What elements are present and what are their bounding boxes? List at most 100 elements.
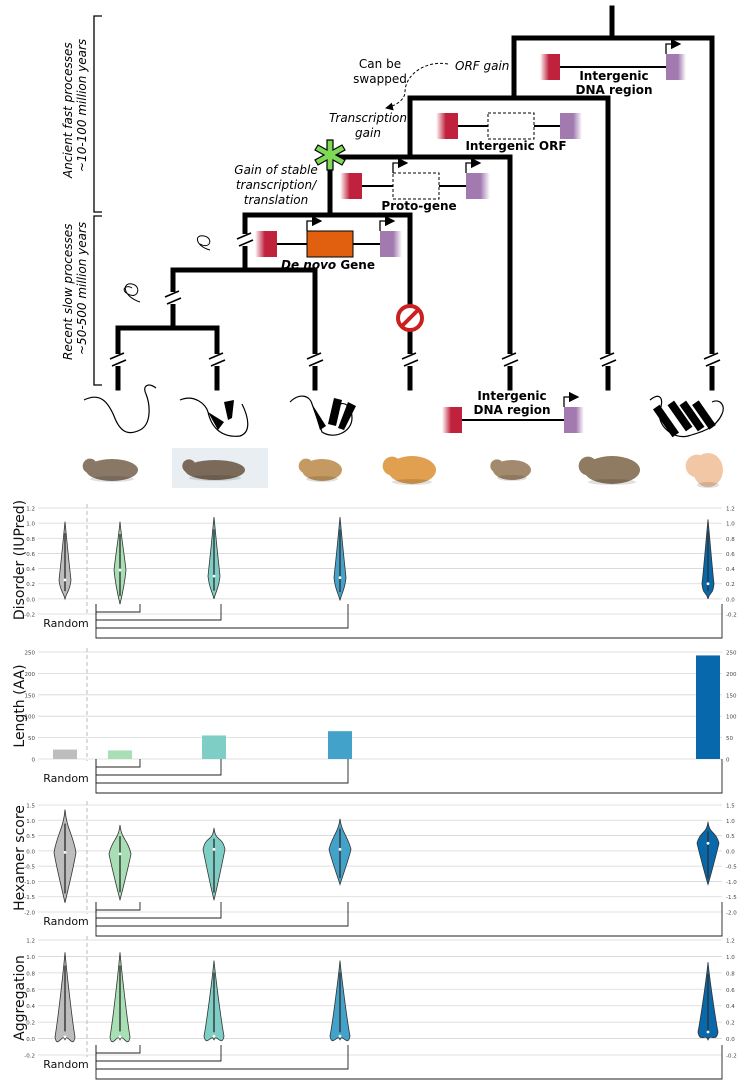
bar-rat (202, 735, 226, 759)
intergenic-top-line1: Intergenic (579, 69, 648, 83)
prohibited-icon (396, 304, 424, 332)
y-axis-label: Length (AA) (12, 664, 28, 747)
violin-median (338, 847, 342, 851)
violin-median (63, 850, 67, 854)
y-tick-label-left: 250 (25, 651, 36, 657)
y-tick-label-left: -1.5 (24, 895, 35, 901)
rat-image (172, 448, 268, 488)
y-axis-label: Hexamer score (12, 805, 28, 911)
y-tick-label-right: 0.8 (726, 971, 735, 977)
ancient-label-line1: Ancient fast processes (61, 42, 75, 179)
y-tick-label-left: 0.4 (26, 567, 35, 573)
de-novo-italic: De novo (281, 258, 336, 272)
protein-structure-icon-human (649, 395, 724, 438)
violin-median (706, 582, 710, 586)
jerboa-image (298, 458, 342, 482)
star-icon (314, 139, 346, 171)
y-tick-label-right: 0.2 (726, 1021, 735, 1027)
y-tick-label-right: 50 (726, 736, 733, 742)
y-tick-label-right: -0.2 (726, 1054, 737, 1060)
violin-median (118, 1035, 122, 1039)
violin-median (63, 578, 67, 582)
random-label: Random (43, 1058, 89, 1071)
recent-label-line2: ~50-500 million years (75, 222, 89, 355)
y-tick-label-right: 0.4 (726, 1004, 735, 1010)
y-tick-label-left: 0.6 (26, 552, 35, 558)
mouse-image (82, 458, 138, 482)
human-baby-image (685, 453, 723, 488)
stable-line3: translation (244, 193, 309, 207)
y-tick-label-left: 0.8 (26, 537, 35, 543)
y-tick-label-right: 1.0 (726, 522, 735, 528)
break-mark (401, 352, 419, 367)
comparison-brackets (95, 604, 723, 639)
violin-median (118, 568, 122, 572)
protein-structure-icon-jerboa (289, 395, 356, 436)
bar-jerboa (328, 731, 352, 759)
y-tick-label-right: 100 (726, 715, 737, 721)
stable-line2: transcription/ (236, 178, 318, 192)
swapped-line1: Can be (359, 57, 401, 71)
intergenic-bottom-line2: DNA region (473, 403, 550, 417)
violin-median (338, 1034, 342, 1038)
violin-median (706, 841, 710, 845)
break-mark (109, 352, 127, 367)
y-tick-label-left: 0.4 (26, 1004, 35, 1010)
y-tick-label-right: -0.2 (726, 613, 737, 619)
ground-squirrel-image (490, 459, 531, 481)
intergenic-top-line2: DNA region (575, 83, 652, 97)
y-tick-label-left: -2.0 (24, 911, 35, 917)
y-tick-label-left: 0.6 (26, 988, 35, 994)
transcription-gain-line1: Transcription (329, 111, 407, 125)
comparison-bracket (95, 759, 141, 768)
y-tick-label-left: -0.2 (24, 613, 35, 619)
y-tick-label-right: 1.2 (726, 507, 735, 513)
y-tick-label-right: -0.5 (726, 865, 737, 871)
de-novo-rest: Gene (336, 258, 375, 272)
break-mark (306, 352, 324, 367)
comparison-brackets (95, 902, 723, 937)
guinea-pig-image (382, 456, 436, 485)
protein-structure-icon-mouse (83, 384, 157, 434)
annotation-orf-gain: ORF gain (455, 59, 509, 73)
violin-median (338, 576, 342, 580)
y-tick-label-left: 50 (28, 736, 35, 742)
gene-model-de-novo: De novo Gene (255, 215, 402, 272)
gene-model-intergenic-top: Intergenic DNA region (540, 38, 686, 97)
y-axis-label: Disorder (IUPred) (12, 500, 28, 620)
bar-human (696, 655, 720, 759)
y-tick-label-right: 200 (726, 672, 737, 678)
y-tick-label-left: 1.2 (26, 939, 35, 945)
swap-arrow (385, 62, 449, 111)
y-tick-label-right: 0.0 (726, 597, 735, 603)
y-tick-label-right: 0.4 (726, 567, 735, 573)
comparison-bracket (95, 604, 723, 639)
break-mark (599, 352, 617, 367)
gene-model-intergenic-bottom: Intergenic DNA region (442, 389, 584, 433)
y-tick-label-left: 1.0 (26, 522, 35, 528)
y-tick-label-left: 0.2 (26, 582, 35, 588)
annotation-stable: Gain of stable transcription/ translatio… (234, 163, 318, 207)
comparison-bracket (95, 1045, 349, 1070)
y-tick-label-right: 1.5 (726, 804, 735, 810)
time-bracket-recent: Recent slow processes ~50-500 million ye… (61, 215, 102, 386)
y-tick-label-right: 250 (726, 651, 737, 657)
protein-structure-icon-rat (179, 397, 249, 437)
break-mark (501, 352, 519, 367)
y-tick-label-right: 0.0 (726, 849, 735, 855)
squiggle-icon-lower (123, 283, 141, 303)
y-tick-label-left: 0.8 (26, 971, 35, 977)
break-mark (208, 352, 226, 367)
y-tick-label-right: 1.2 (726, 939, 735, 945)
bar-random (53, 749, 77, 759)
y-tick-label-left: 0.0 (26, 597, 35, 603)
swapped-line2: swapped (353, 72, 407, 86)
violin-median (118, 852, 122, 856)
y-tick-label-left: -1.0 (24, 880, 35, 886)
gene-model-intergenic-orf: Intergenic ORF (436, 112, 582, 153)
y-tick-label-left: 150 (25, 693, 36, 699)
violin-median (212, 1034, 216, 1038)
